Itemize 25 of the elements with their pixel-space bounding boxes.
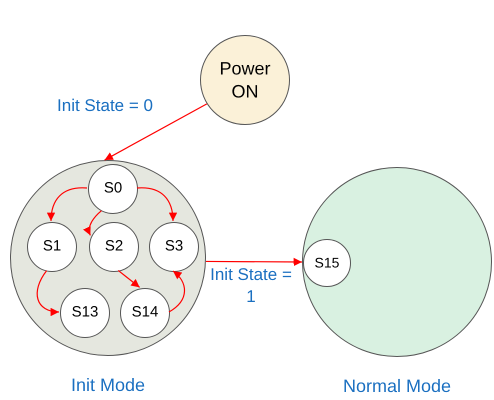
state-circle [303, 239, 351, 287]
arrow [206, 258, 302, 266]
state-circle [27, 222, 77, 272]
state-label: S13 [70, 304, 100, 322]
state-label: S1 [42, 238, 62, 256]
arrow [104, 103, 208, 161]
state-label: S2 [104, 238, 124, 256]
mode-heading: Init Mode [70, 375, 146, 396]
arrow [84, 210, 102, 236]
state-circle [89, 222, 139, 272]
state-circle [60, 288, 110, 338]
arrow [47, 187, 88, 222]
state-label: S15 [314, 254, 340, 272]
arrow [136, 187, 177, 222]
state-label: S0 [102, 180, 124, 198]
state-circle [88, 164, 138, 214]
state-label: Power ON [218, 58, 272, 102]
mode-heading: Normal Mode [342, 376, 452, 397]
state-circle [149, 222, 199, 272]
state-circle [120, 288, 170, 338]
state-label: S14 [130, 304, 160, 322]
state-label: S3 [164, 238, 184, 256]
arrow [118, 270, 140, 288]
arrow [168, 270, 186, 312]
arrow [36, 270, 60, 316]
